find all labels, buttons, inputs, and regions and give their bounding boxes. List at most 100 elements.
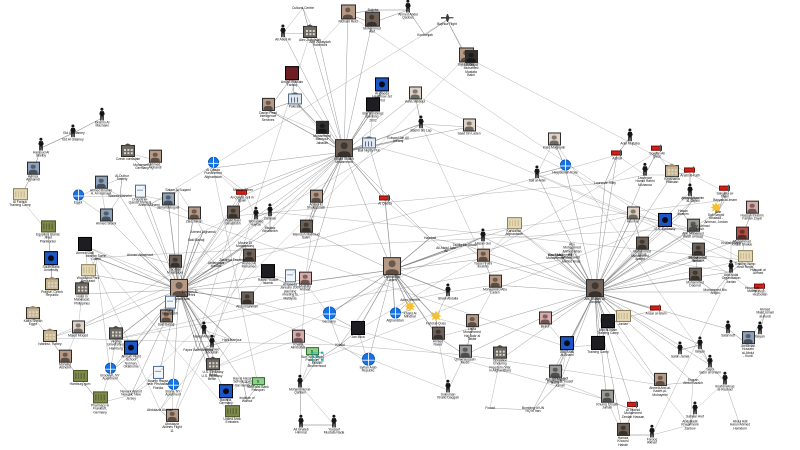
- person-silhouette-icon[interactable]: [279, 24, 287, 37]
- person-photo-icon[interactable]: [686, 218, 700, 232]
- airplane-icon[interactable]: [441, 14, 454, 22]
- entity-block-icon[interactable]: [78, 236, 92, 251]
- person-silhouette-icon[interactable]: [724, 320, 732, 333]
- flag-organisation-icon[interactable]: [754, 282, 766, 290]
- bank-icon[interactable]: [288, 93, 302, 105]
- person-silhouette-icon[interactable]: [691, 401, 699, 414]
- person-photo-icon[interactable]: [691, 242, 705, 256]
- person-photo-icon[interactable]: [315, 120, 329, 134]
- camp-tent-icon[interactable]: [92, 391, 108, 404]
- person-silhouette-icon[interactable]: [626, 128, 634, 141]
- entity-block-icon[interactable]: [351, 320, 365, 335]
- camp-tent-icon[interactable]: [80, 264, 96, 277]
- person-silhouette-icon[interactable]: [296, 375, 304, 388]
- flag-organisation-icon[interactable]: [719, 184, 731, 192]
- person-photo-icon[interactable]: [261, 97, 275, 111]
- person-photo-icon[interactable]: [464, 50, 478, 64]
- person-photo-icon[interactable]: [538, 311, 552, 325]
- person-photo-icon[interactable]: [635, 236, 649, 250]
- document-icon[interactable]: [164, 295, 176, 309]
- person-silhouette-icon[interactable]: [444, 283, 452, 296]
- entity-block-icon[interactable]: [591, 335, 605, 350]
- person-photo-icon[interactable]: [340, 4, 356, 20]
- entity-block-icon[interactable]: [285, 66, 299, 81]
- person-photo-icon[interactable]: [653, 372, 667, 386]
- building-icon[interactable]: [43, 329, 57, 342]
- building-icon[interactable]: [665, 165, 679, 178]
- building-icon[interactable]: [75, 282, 89, 295]
- person-silhouette-icon[interactable]: [266, 203, 274, 216]
- entity-block-icon[interactable]: [560, 336, 574, 351]
- person-silhouette-icon[interactable]: [648, 425, 656, 438]
- person-photo-icon[interactable]: [168, 254, 182, 268]
- explosion-icon[interactable]: [710, 201, 722, 213]
- person-photo-icon[interactable]: [226, 205, 240, 219]
- person-silhouette-icon[interactable]: [404, 0, 412, 13]
- person-photo-icon[interactable]: [299, 219, 313, 233]
- person-photo-icon[interactable]: [242, 248, 256, 262]
- explosion-icon[interactable]: [404, 300, 416, 312]
- person-photo-icon[interactable]: [616, 422, 630, 436]
- person-silhouette-icon[interactable]: [479, 228, 487, 241]
- person-photo-icon[interactable]: [431, 326, 445, 340]
- person-photo-icon[interactable]: [600, 389, 614, 403]
- person-silhouette-icon[interactable]: [98, 108, 106, 121]
- person-silhouette-icon[interactable]: [756, 321, 764, 334]
- flag-organisation-icon[interactable]: [684, 166, 696, 174]
- person-photo-icon[interactable]: [488, 274, 502, 288]
- flag-organisation-icon[interactable]: [611, 149, 623, 157]
- globe-country-icon[interactable]: [322, 306, 336, 320]
- person-silhouette-icon[interactable]: [641, 163, 649, 176]
- person-photo-icon[interactable]: [187, 206, 201, 220]
- person-silhouette-icon[interactable]: [706, 355, 714, 368]
- person-silhouette-icon[interactable]: [330, 415, 338, 428]
- person-photo-icon[interactable]: [547, 132, 561, 146]
- person-photo-icon[interactable]: [309, 189, 323, 203]
- person-silhouette-icon[interactable]: [200, 321, 208, 334]
- person-photo-icon[interactable]: [71, 320, 85, 334]
- person-silhouette-icon[interactable]: [721, 372, 729, 385]
- flag-organisation-icon[interactable]: [627, 400, 639, 408]
- camp-tent-icon[interactable]: [12, 188, 28, 201]
- person-photo-icon[interactable]: [383, 257, 401, 276]
- building-icon[interactable]: [109, 327, 123, 340]
- building-icon[interactable]: [26, 307, 40, 320]
- person-photo-icon[interactable]: [291, 329, 305, 343]
- building-icon[interactable]: [303, 25, 317, 38]
- person-photo-icon[interactable]: [741, 331, 755, 345]
- person-photo-icon[interactable]: [165, 408, 179, 422]
- entity-block-icon[interactable]: [219, 384, 233, 399]
- person-photo-icon[interactable]: [735, 226, 749, 240]
- person-silhouette-icon[interactable]: [727, 260, 735, 273]
- person-photo-icon[interactable]: [148, 149, 162, 163]
- person-photo-icon[interactable]: [476, 248, 490, 262]
- building-icon[interactable]: [121, 144, 135, 157]
- person-silhouette-icon[interactable]: [696, 336, 704, 349]
- person-silhouette-icon[interactable]: [533, 165, 541, 178]
- flag-organisation-icon[interactable]: [236, 188, 248, 196]
- person-photo-icon[interactable]: [745, 200, 759, 214]
- flag-organisation-icon[interactable]: [379, 194, 391, 202]
- camp-tent-icon[interactable]: [72, 369, 88, 382]
- entity-block-icon[interactable]: [44, 251, 58, 266]
- person-photo-icon[interactable]: [626, 206, 640, 220]
- globe-country-icon[interactable]: [167, 378, 179, 390]
- camp-tent-icon[interactable]: [737, 250, 753, 263]
- flag-organisation-icon[interactable]: [651, 144, 663, 152]
- money-icon[interactable]: [251, 377, 265, 386]
- person-photo-icon[interactable]: [462, 118, 476, 132]
- person-photo-icon[interactable]: [99, 208, 113, 222]
- person-silhouette-icon[interactable]: [417, 115, 425, 128]
- person-photo-icon[interactable]: [58, 349, 72, 363]
- person-silhouette-icon[interactable]: [686, 183, 694, 196]
- globe-country-icon[interactable]: [389, 307, 401, 319]
- person-photo-icon[interactable]: [161, 192, 175, 206]
- camp-tent-icon[interactable]: [40, 220, 56, 233]
- person-photo-icon[interactable]: [688, 267, 702, 281]
- entity-block-icon[interactable]: [366, 97, 380, 112]
- camp-tent-icon[interactable]: [615, 309, 631, 322]
- network-org-icon[interactable]: [311, 351, 324, 363]
- flag-organisation-icon[interactable]: [650, 304, 662, 312]
- person-photo-icon[interactable]: [298, 271, 312, 285]
